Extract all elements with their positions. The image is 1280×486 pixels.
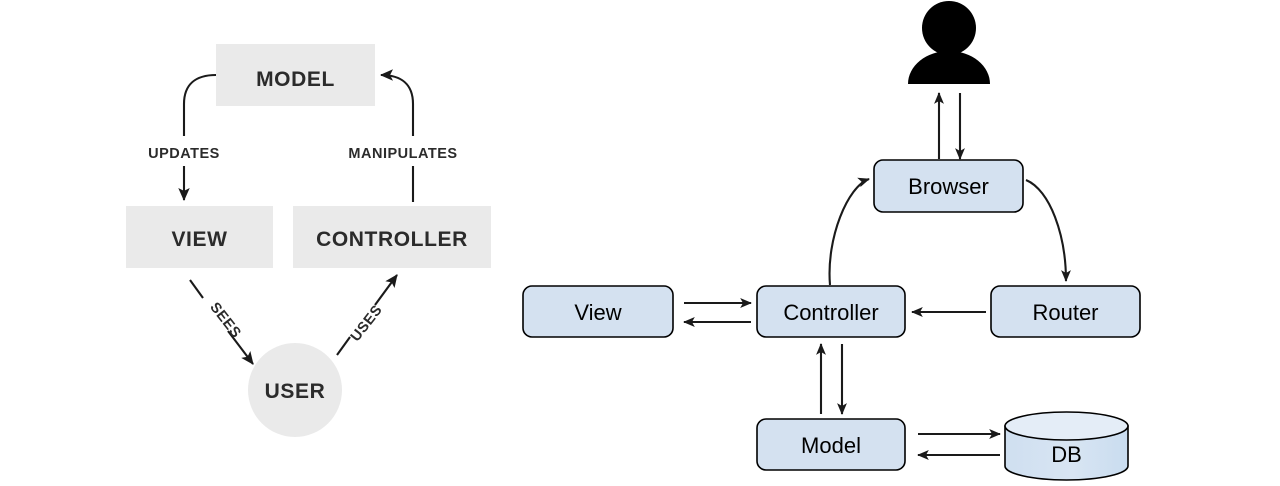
edge-browser-to-router	[1025, 179, 1071, 282]
sees-edge-label: SEES	[206, 300, 244, 342]
browser-box-shape	[873, 159, 1024, 213]
controller-box-shape	[293, 206, 491, 268]
person-icon	[908, 1, 990, 84]
left-diagram-group: MODEL VIEW CONTROLLER USER UPDATES MANIP…	[126, 44, 491, 437]
controller-box-label: CONTROLLER	[316, 228, 468, 251]
edge-model-db-pair	[917, 429, 1001, 460]
updates-edge-label: UPDATES	[148, 146, 220, 162]
updates-edge-upper	[182, 73, 217, 136]
edge-user-uses-controller: USES	[336, 274, 398, 356]
view-right-box-label: View	[574, 300, 621, 325]
db-cylinder-body-shape	[1004, 425, 1129, 481]
model-right-box-shape	[756, 418, 906, 471]
node-controller-left[interactable]: CONTROLLER	[293, 206, 491, 268]
node-view-left[interactable]: VIEW	[126, 206, 273, 268]
manipulates-edge-label: MANIPULATES	[348, 146, 457, 162]
person-head-icon	[922, 1, 976, 55]
model-box-shape	[216, 44, 375, 106]
sees-edge-lower	[227, 330, 254, 365]
edge-controller-manipulates-model: MANIPULATES	[348, 69, 457, 202]
controller-to-browser-curve	[828, 177, 870, 286]
node-model-right[interactable]: Model	[756, 418, 906, 471]
node-user-left[interactable]: USER	[248, 343, 342, 437]
browser-to-router-curve	[1025, 179, 1071, 282]
router-box-label: Router	[1032, 300, 1098, 325]
db-cylinder-top-shape	[1004, 411, 1129, 441]
controller-right-box-label: Controller	[783, 300, 878, 325]
router-box-shape	[990, 285, 1141, 338]
db-box-label: DB	[1051, 442, 1082, 467]
view-box-label: VIEW	[171, 228, 227, 251]
node-browser[interactable]: Browser	[873, 159, 1024, 213]
browser-box-label: Browser	[908, 174, 989, 199]
node-view-right[interactable]: View	[522, 285, 674, 338]
node-model-left[interactable]: MODEL	[216, 44, 375, 106]
person-body-icon	[908, 51, 990, 84]
edge-view-sees-user: SEES	[189, 279, 254, 365]
edge-controller-model-pair	[816, 343, 847, 415]
uses-edge-upper	[374, 274, 398, 306]
model-right-box-label: Model	[801, 433, 861, 458]
edge-controller-to-browser	[828, 177, 870, 286]
uses-edge-label: USES	[348, 302, 386, 345]
manipulates-edge-upper	[379, 69, 415, 136]
edge-browser-person-pair	[934, 92, 965, 160]
model-box-label: MODEL	[256, 68, 335, 91]
uses-edge-lower	[336, 336, 351, 356]
view-box-shape	[126, 206, 273, 268]
controller-right-box-shape	[756, 285, 906, 338]
node-router[interactable]: Router	[990, 285, 1141, 338]
node-controller-right[interactable]: Controller	[756, 285, 906, 338]
right-diagram-group: Browser View Controller	[522, 1, 1141, 481]
node-db[interactable]: DB	[1004, 411, 1129, 481]
edge-view-controller-pair	[683, 298, 752, 327]
view-right-box-shape	[522, 285, 674, 338]
user-circle-shape	[248, 343, 342, 437]
user-circle-label: USER	[265, 380, 326, 403]
sees-edge-upper	[189, 279, 204, 299]
edge-model-updates-view: UPDATES	[148, 73, 220, 202]
